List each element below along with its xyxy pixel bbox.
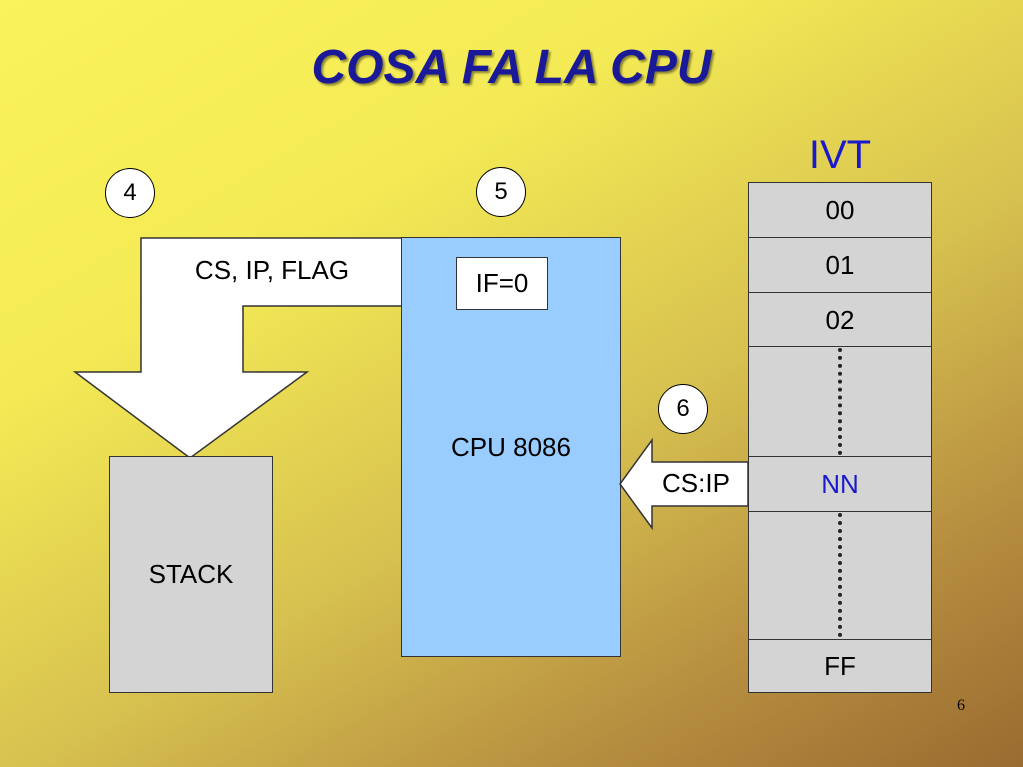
ivt-divider xyxy=(748,456,932,457)
stack-box: STACK xyxy=(109,456,273,693)
step-4-circle: 4 xyxy=(105,168,155,218)
page-number: 6 xyxy=(957,697,965,714)
ivt-divider xyxy=(748,639,932,640)
ivt-row-00: 00 xyxy=(825,195,855,225)
interrupt-flag-box: IF=0 xyxy=(456,257,548,310)
ivt-divider xyxy=(748,346,932,347)
ivt-divider xyxy=(748,511,932,512)
ivt-divider xyxy=(748,237,932,238)
stack-label: STACK xyxy=(148,559,234,589)
ivt-divider xyxy=(748,292,932,293)
cpu-label: CPU 8086 xyxy=(451,432,571,462)
load-arrow-label: CS:IP xyxy=(662,468,730,498)
interrupt-flag-label: IF=0 xyxy=(475,268,529,298)
ivt-row-nn: NN xyxy=(821,469,859,499)
ivt-ellipsis-dots xyxy=(838,513,842,637)
slide-title: COSA FA LA CPU xyxy=(311,41,712,94)
ivt-row-02: 02 xyxy=(825,305,855,335)
ivt-ellipsis-dots xyxy=(838,348,842,455)
step-5-circle: 5 xyxy=(476,167,526,217)
ivt-row-01: 01 xyxy=(825,250,855,280)
ivt-title: IVT xyxy=(808,133,872,177)
step-6-circle: 6 xyxy=(658,384,708,434)
push-arrow-label: CS, IP, FLAG xyxy=(194,255,350,285)
ivt-row-ff: FF xyxy=(824,651,856,681)
